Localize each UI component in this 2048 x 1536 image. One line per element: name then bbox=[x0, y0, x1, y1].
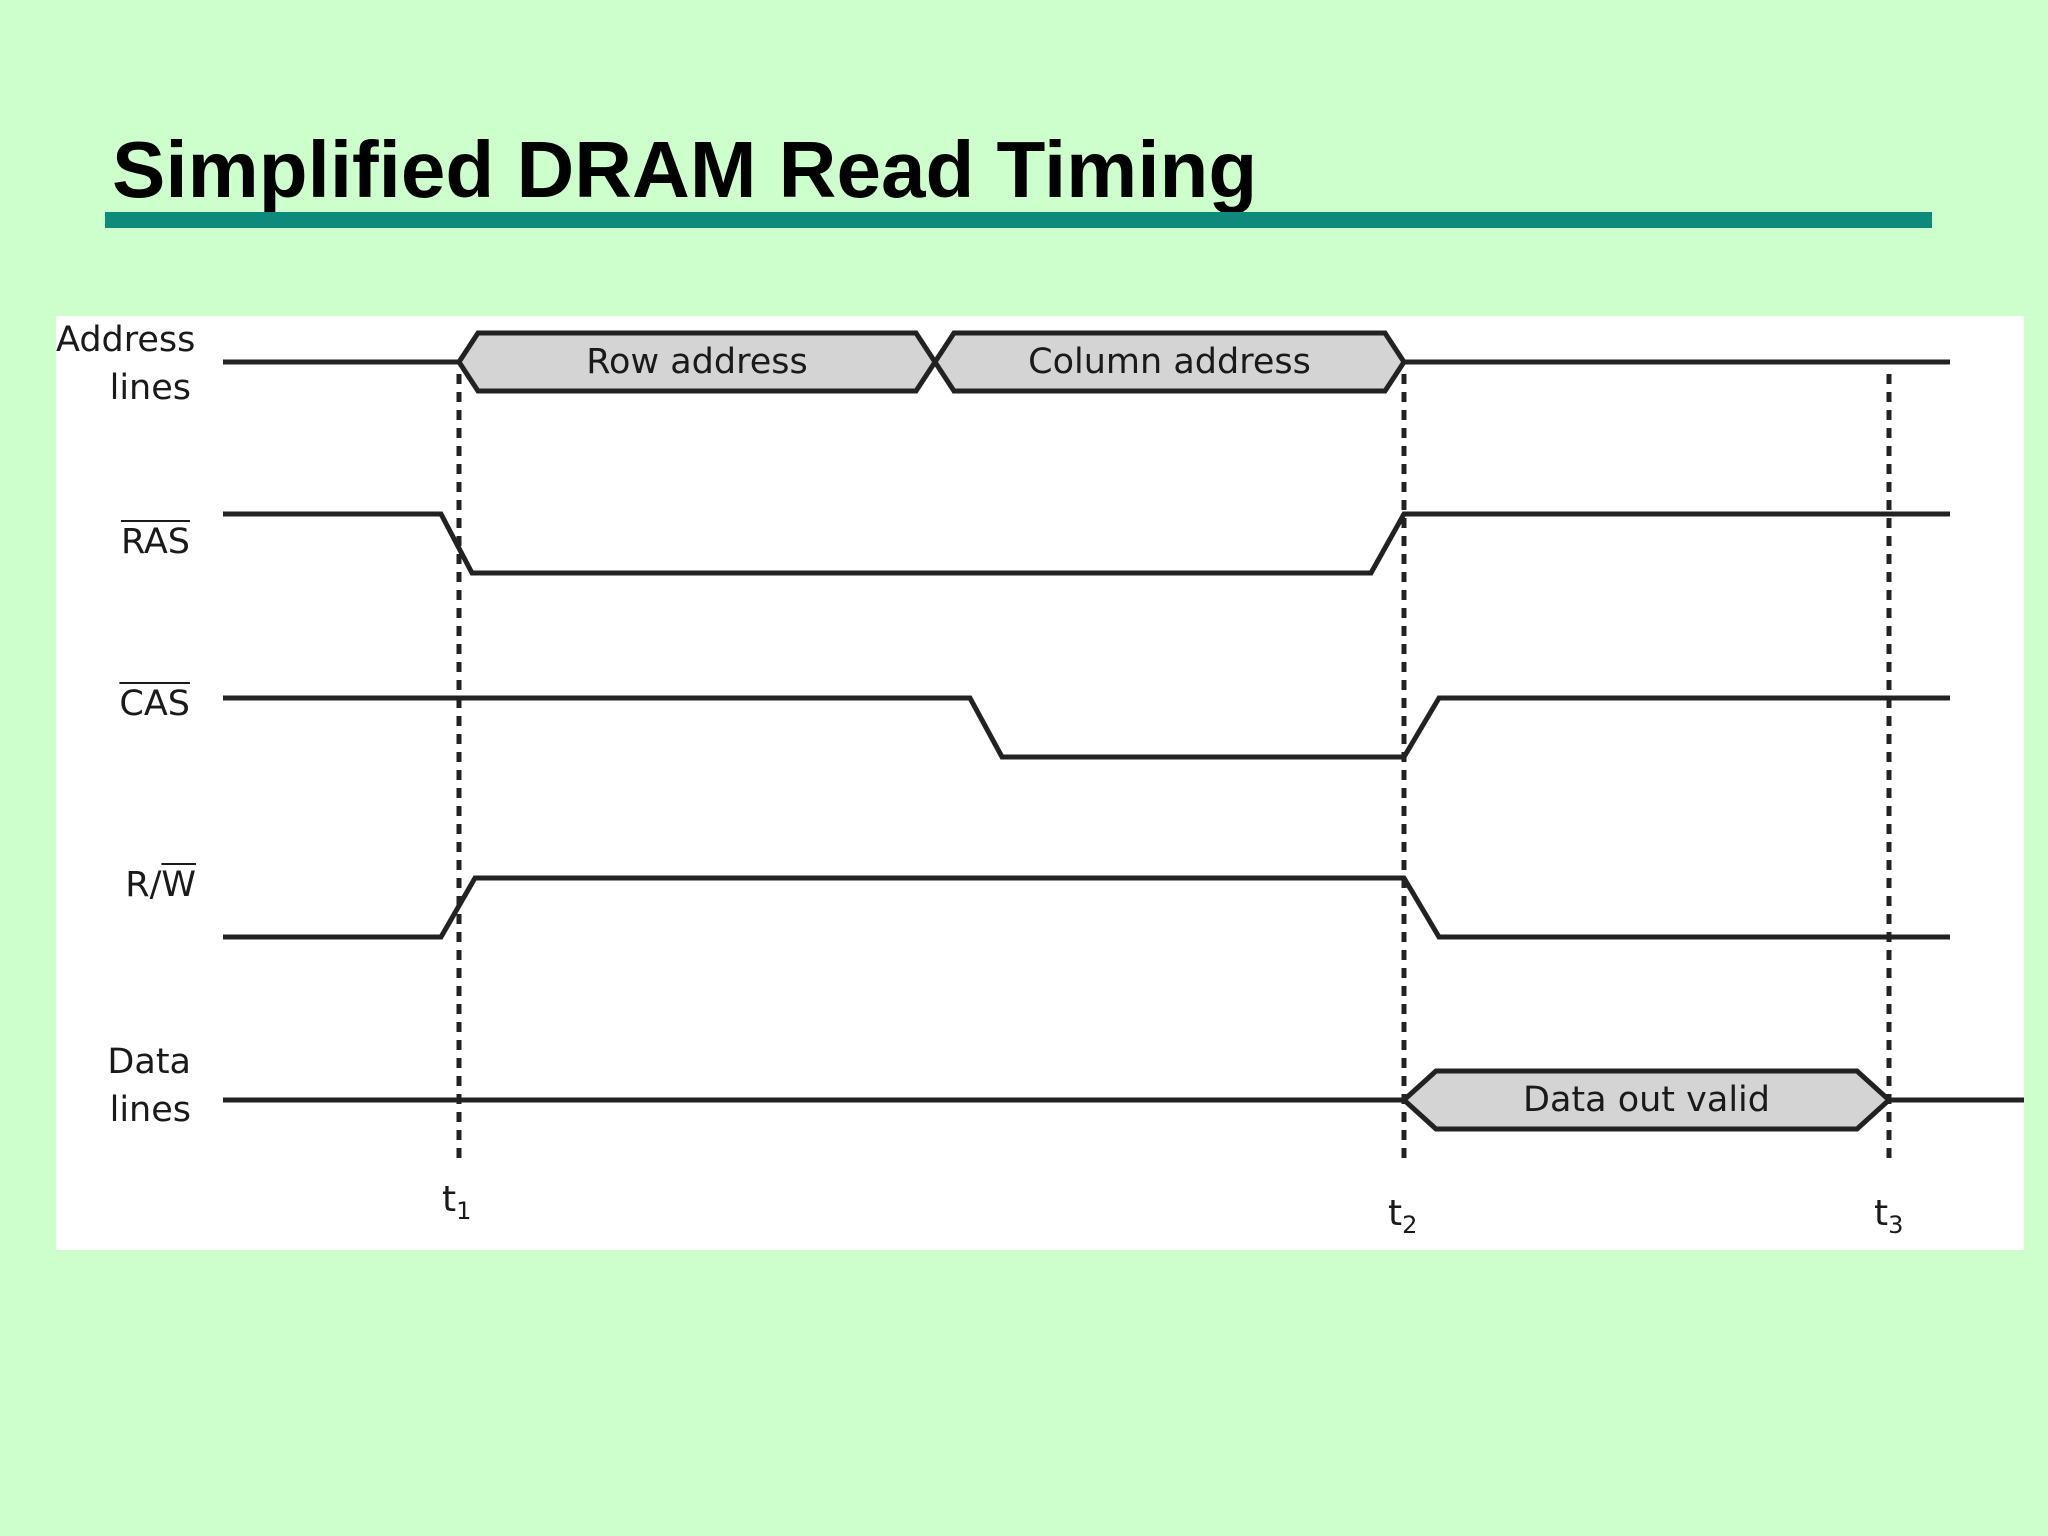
t3-sub: 3 bbox=[1888, 1211, 1904, 1239]
cas-waveform bbox=[223, 695, 1950, 760]
t3-base: t bbox=[1874, 1193, 1889, 1234]
timing-waveforms bbox=[223, 330, 2024, 1162]
row-address-label: Row address bbox=[586, 342, 808, 382]
t1-sub: 1 bbox=[456, 1197, 472, 1225]
data-label-line2: lines bbox=[109, 1090, 191, 1130]
address-label-line1: Address bbox=[56, 320, 196, 360]
rw-waveform bbox=[223, 875, 1950, 940]
cas-label-text: CAS bbox=[119, 684, 190, 724]
t1-label: t1 bbox=[442, 1180, 471, 1231]
t2-base: t bbox=[1388, 1193, 1403, 1234]
t2-label: t2 bbox=[1388, 1194, 1417, 1245]
title-underline bbox=[105, 212, 1932, 228]
ras-label: RAS bbox=[56, 518, 190, 566]
t2-sub: 2 bbox=[1402, 1211, 1418, 1239]
timing-diagram: Address lines RAS CAS R/W Data lines Row… bbox=[56, 316, 2024, 1250]
ras-label-text: RAS bbox=[120, 522, 190, 562]
rw-label-w: W bbox=[161, 865, 196, 905]
rw-label: R/W bbox=[56, 861, 196, 909]
data-out-valid-label: Data out valid bbox=[1523, 1080, 1770, 1120]
rw-label-r: R/ bbox=[125, 865, 162, 905]
column-address-label: Column address bbox=[1028, 342, 1311, 382]
t3-label: t3 bbox=[1874, 1194, 1903, 1245]
address-lines-label: Address lines bbox=[56, 316, 196, 412]
slide-title: Simplified DRAM Read Timing bbox=[112, 125, 1258, 214]
cas-label: CAS bbox=[56, 680, 190, 728]
ras-waveform bbox=[223, 511, 1950, 576]
data-label-line1: Data bbox=[107, 1042, 191, 1082]
data-lines-label: Data lines bbox=[56, 1038, 191, 1134]
t1-base: t bbox=[442, 1179, 457, 1220]
address-label-line2: lines bbox=[109, 368, 191, 408]
